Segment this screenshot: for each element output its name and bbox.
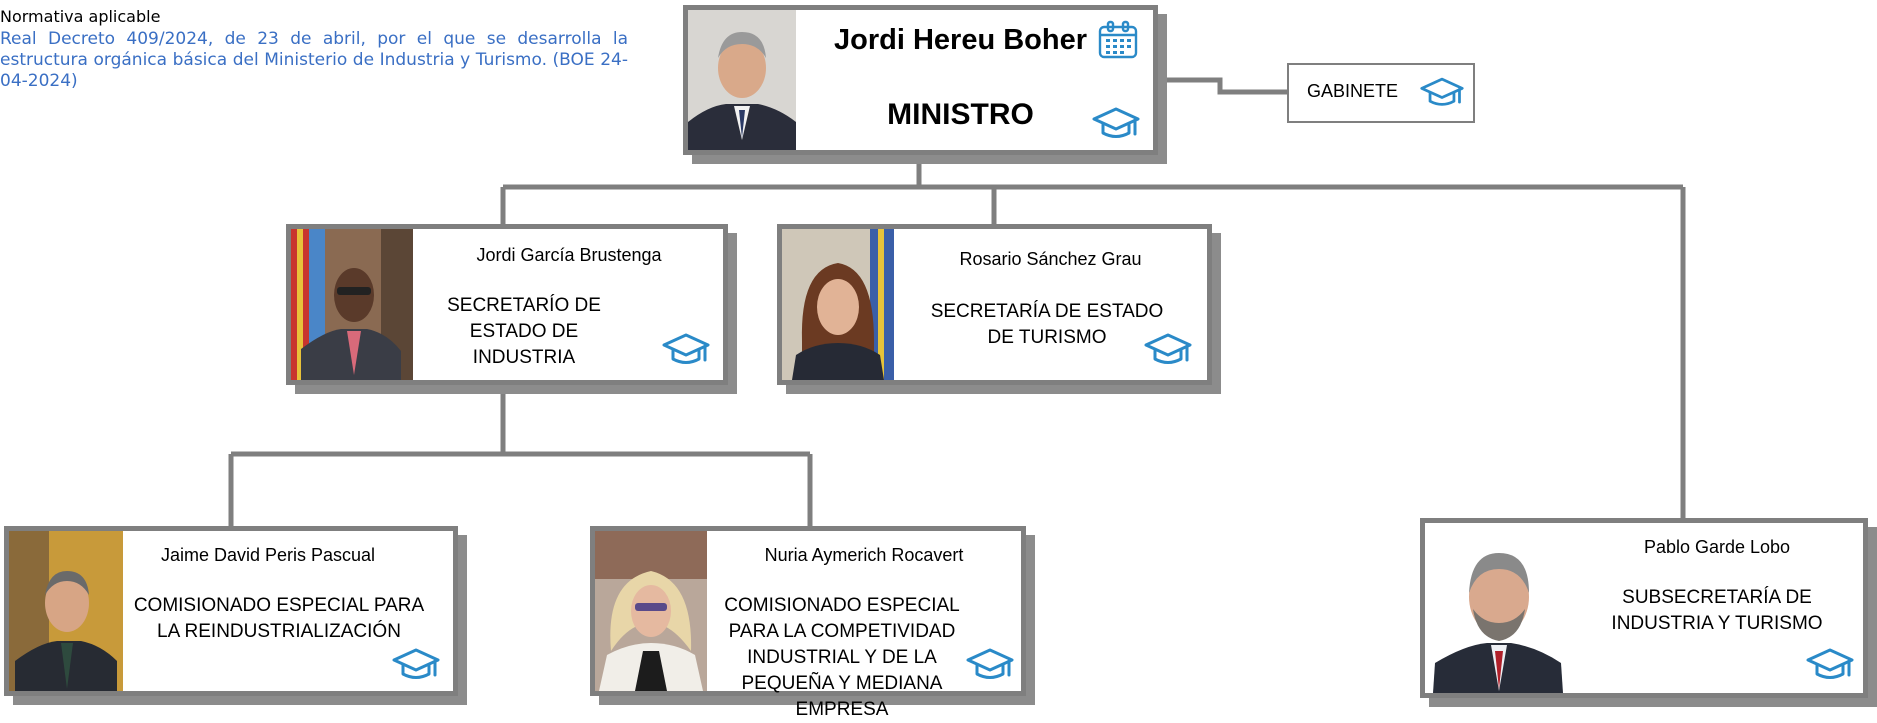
org-node-ministro[interactable]: Jordi Hereu Boher MINISTRO — [683, 5, 1158, 155]
connector-gabinete — [1158, 77, 1287, 95]
graduation-cap-icon[interactable] — [965, 645, 1015, 683]
org-node-subsecretaria[interactable]: Pablo Garde Lobo SUBSECRETARÍA DE INDUST… — [1420, 518, 1868, 698]
sec-turismo-role: SECRETARÍA DE ESTADO DE TURISMO — [930, 301, 1164, 348]
minister-name: Jordi Hereu Boher — [834, 24, 1087, 56]
graduation-cap-icon[interactable] — [391, 645, 441, 683]
graduation-cap-icon[interactable] — [661, 330, 711, 368]
subsecretaria-role: SUBSECRETARÍA DE INDUSTRIA Y TURISMO — [1611, 587, 1823, 634]
comisionado-comp-photo — [595, 531, 707, 691]
graduation-cap-icon[interactable] — [1805, 645, 1855, 683]
subsecretaria-photo — [1425, 523, 1571, 693]
comisionado-comp-name: Nuria Aymerich Rocavert — [764, 545, 964, 565]
org-node-comisionado-competitividad[interactable]: Nuria Aymerich Rocavert COMISIONADO ESPE… — [590, 526, 1026, 720]
graduation-cap-icon[interactable] — [1143, 330, 1193, 368]
comisionado-reind-name: Jaime David Peris Pascual — [160, 545, 376, 565]
calendar-icon[interactable] — [1097, 20, 1139, 60]
gabinete-label: GABINETE — [1307, 81, 1399, 101]
comisionado-comp-role: COMISIONADO ESPECIAL PARA LA COMPETIVIDA… — [724, 595, 960, 720]
org-node-comisionado-reindustrializacion[interactable]: Jaime David Peris Pascual COMISIONADO ES… — [4, 526, 458, 696]
normativa-title: Normativa aplicable — [0, 7, 161, 26]
sec-turismo-name: Rosario Sánchez Grau — [959, 249, 1142, 269]
sec-turismo-photo — [782, 229, 894, 380]
org-node-sec-turismo[interactable]: Rosario Sánchez Grau SECRETARÍA DE ESTAD… — [777, 224, 1212, 385]
normativa-link[interactable]: Real Decreto 409/2024, de 23 de abril, p… — [0, 29, 628, 91]
org-node-sec-industria[interactable]: Jordi García Brustenga SECRETARÍO DE EST… — [286, 224, 728, 385]
minister-role: MINISTRO — [887, 98, 1034, 131]
sec-industria-photo — [291, 229, 413, 380]
org-connectors — [228, 77, 1686, 528]
graduation-cap-icon[interactable] — [1419, 74, 1465, 110]
subsecretaria-name: Pablo Garde Lobo — [1643, 537, 1791, 557]
graduation-cap-icon[interactable] — [1091, 104, 1141, 142]
normativa-block: Normativa aplicable Real Decreto 409/202… — [0, 7, 628, 92]
sec-industria-role: SECRETARÍO DE ESTADO DE INDUSTRIA — [447, 295, 601, 368]
minister-photo — [688, 10, 796, 150]
comisionado-reind-photo — [9, 531, 123, 691]
org-node-gabinete[interactable]: GABINETE — [1287, 63, 1475, 123]
sec-industria-name: Jordi García Brustenga — [476, 245, 662, 265]
comisionado-reind-role: COMISIONADO ESPECIAL PARA LA REINDUSTRIA… — [133, 595, 425, 642]
